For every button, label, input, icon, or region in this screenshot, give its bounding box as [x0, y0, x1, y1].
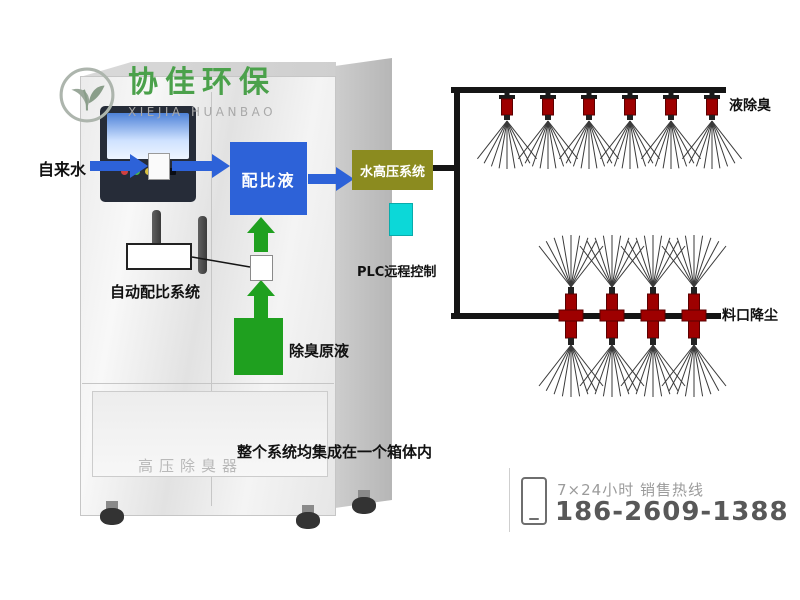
deodor-nozzle: [518, 90, 578, 169]
contact-divider: [509, 468, 510, 532]
dust-nozzle: [538, 235, 604, 397]
caster: [358, 490, 370, 499]
deodorant-stock-box: [234, 318, 283, 375]
inlet-fitting-box: [148, 153, 170, 180]
auto-mix-system-label: 自动配比系统: [110, 283, 201, 301]
auto-mix-system-box: [126, 243, 192, 270]
dust-nozzle: [661, 235, 727, 397]
pipe-network: [428, 87, 726, 319]
indicator-green: [132, 168, 140, 175]
plc-remote-label: PLC远程控制: [357, 265, 437, 280]
caster: [106, 501, 118, 510]
deodor-nozzle: [641, 90, 701, 169]
dosing-valve-box: [250, 255, 273, 281]
high-pressure-system-box: 水高压系统: [352, 150, 433, 190]
logo-text: 协佳环保 XIEJIA HUANBAO: [128, 65, 277, 119]
integration-note: 整个系统均集成在一个箱体内: [237, 443, 433, 461]
door-handle: [198, 216, 207, 274]
wheel: [296, 512, 320, 529]
hotline-phone-number: 186-2609-1388: [555, 497, 789, 527]
cabinet-panel-seam: [82, 383, 334, 384]
company-name-en: XIEJIA HUANBAO: [128, 104, 277, 119]
tap-water-label: 自来水: [38, 160, 87, 179]
dust-spray-assembly: [538, 235, 727, 397]
control-screen: [107, 113, 189, 159]
deodor-nozzle: [477, 90, 537, 169]
machine-name-label: 高压除臭器: [138, 457, 244, 475]
deodor-spray-label: 液除臭: [729, 98, 771, 114]
dust-nozzle: [620, 235, 686, 397]
hotline-label: 7×24小时 销售热线: [557, 481, 704, 499]
indicator-red: [120, 168, 128, 175]
cabinet-top-face: [80, 62, 336, 77]
company-name-cn: 协佳环保: [128, 65, 276, 100]
wheel: [352, 497, 376, 514]
mix-liquid-box: 配比液: [230, 142, 307, 215]
deodor-nozzle: [559, 90, 619, 169]
plc-module-box: [389, 203, 413, 236]
deodor-nozzle: [600, 90, 660, 169]
dust-spray-label: 料口降尘: [722, 308, 778, 324]
dust-nozzle: [579, 235, 645, 397]
wheel: [100, 508, 124, 525]
caster: [302, 505, 314, 514]
phone-icon: [521, 477, 547, 525]
logo: 协佳环保 XIEJIA HUANBAO: [58, 65, 277, 124]
deodor-spray-assembly: [477, 90, 742, 169]
cabinet-lower-panel: [92, 391, 328, 477]
leaf-icon: [59, 67, 115, 123]
deodorant-stock-label: 除臭原液: [289, 342, 350, 360]
cabinet-door-seam: [211, 92, 212, 506]
door-handle: [152, 210, 161, 268]
